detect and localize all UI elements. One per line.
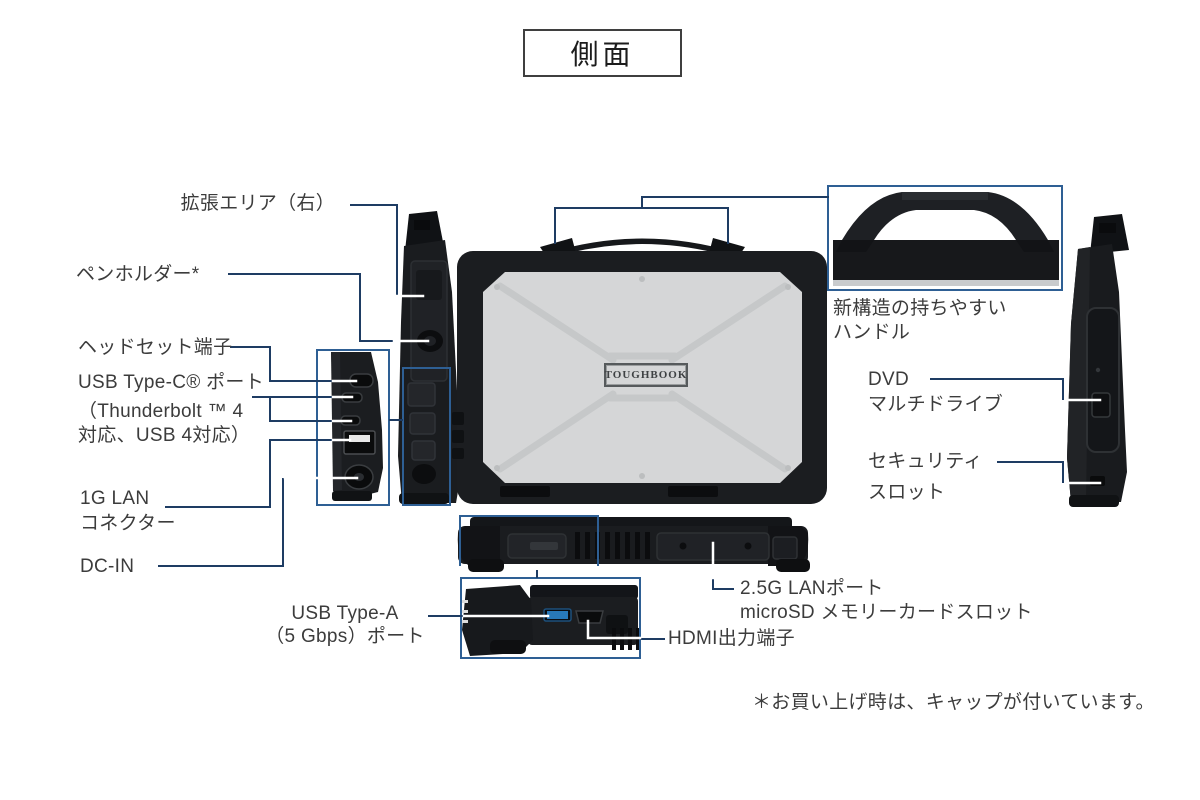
label-1g-lan-connector: コネクター	[80, 513, 176, 534]
label-dvd: DVD	[868, 369, 910, 390]
label-expansion-area: 拡張エリア（右）	[180, 193, 335, 214]
label-hdmi-output: HDMI出力端子	[668, 628, 795, 649]
label-handle-structure: 新構造の持ちやすい	[833, 298, 1007, 319]
label-security-slot: スロット	[868, 482, 946, 503]
footnote-cap-notice: ＊お買い上げ時は、キャップが付いています。	[752, 692, 1155, 713]
leader-line-pointers	[283, 294, 1102, 640]
label-pen-holder: ペンホルダー*	[76, 264, 200, 285]
label-handle: ハンドル	[833, 322, 911, 343]
laptop-right-side-view-illustration	[1067, 214, 1129, 507]
label-usb-c-port: USB Type-C® ポート	[78, 372, 265, 393]
laptop-left-side-view-illustration	[398, 211, 461, 504]
handle-closeup-illustration	[833, 192, 1059, 286]
label-2-5g-lan-port: 2.5G LANポート	[740, 578, 884, 599]
laptop-rear-view-illustration	[457, 517, 810, 572]
label-usb-a-port: USB Type-A	[291, 603, 399, 624]
toughbook-logo-badge: TOUGHBOOK	[604, 363, 688, 387]
label-usb-c-usb4: 対応、USB 4対応）	[78, 425, 251, 446]
label-1g-lan: 1G LAN	[80, 488, 150, 509]
label-microsd-slot: microSD メモリーカードスロット	[740, 602, 1033, 623]
label-headset-jack: ヘッドセット端子	[78, 337, 233, 358]
highlight-boxes	[316, 185, 1063, 659]
label-dvd-multidrive: マルチドライブ	[868, 394, 1004, 415]
label-dc-in: DC-IN	[80, 556, 135, 577]
leader-lines	[158, 196, 1064, 640]
label-usb-c-thunderbolt: （Thunderbolt ™ 4	[78, 401, 244, 422]
page-title: 側面	[523, 29, 682, 77]
label-usb-a-speed: （5 Gbps）ポート	[265, 626, 425, 647]
bottom-ports-closeup-illustration	[461, 585, 640, 656]
left-ports-closeup-illustration	[331, 352, 383, 501]
label-security: セキュリティ	[868, 451, 983, 472]
